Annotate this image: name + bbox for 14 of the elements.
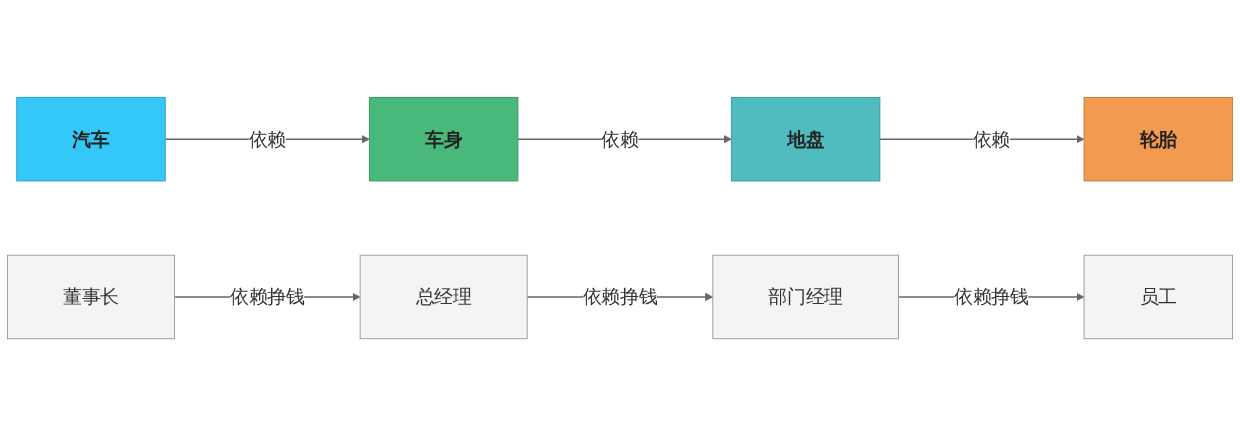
edge-label: 依赖挣钱	[230, 285, 305, 309]
edge-label: 依赖挣钱	[582, 285, 658, 309]
edge-label: 依赖	[972, 127, 1010, 151]
node-box: 总经理	[359, 254, 528, 340]
node-box: 员工	[1083, 254, 1233, 340]
node-box: 轮胎	[1083, 96, 1233, 182]
node-box: 部门经理	[712, 254, 899, 340]
node-box: 车身	[368, 96, 519, 182]
node-box: 地盘	[730, 96, 881, 182]
edge-label: 依赖	[601, 127, 639, 151]
node-box: 董事长	[7, 254, 175, 340]
edge-label: 依赖挣钱	[954, 285, 1029, 309]
node-box: 汽车	[16, 96, 166, 182]
edge-label: 依赖	[248, 127, 286, 151]
